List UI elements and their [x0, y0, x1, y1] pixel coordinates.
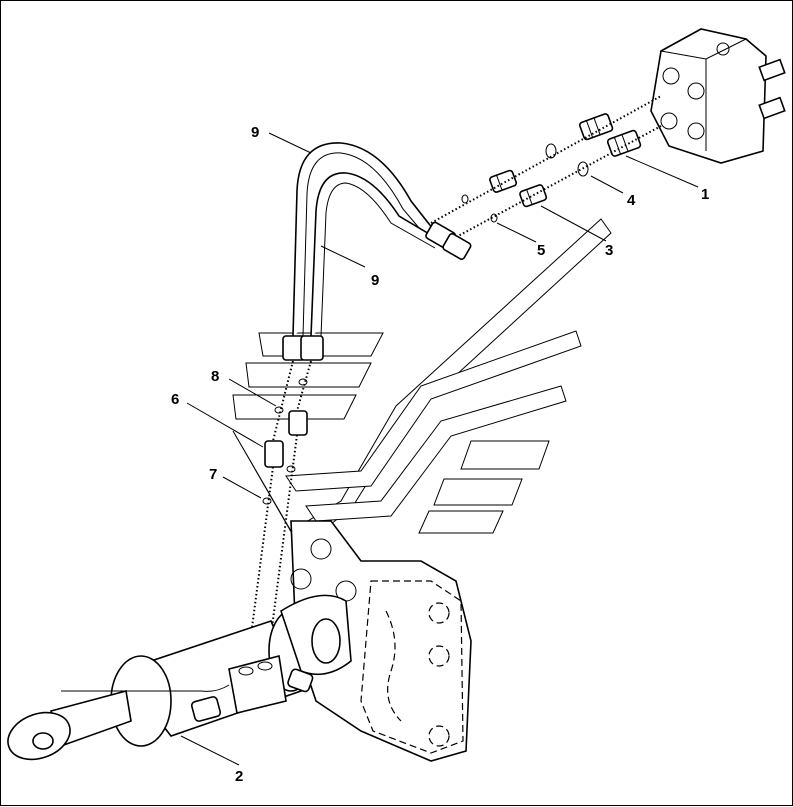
callout-4: 4 — [627, 192, 636, 209]
leader-lines — [180, 132, 699, 766]
lower-fittings — [262, 378, 308, 505]
callout-1: 1 — [701, 186, 709, 203]
rear-housing — [290, 520, 472, 762]
assembly-lines-lower — [246, 360, 312, 667]
callout-9-upper: 9 — [251, 124, 259, 141]
fitting-upper — [489, 169, 518, 193]
callout-9-lower: 9 — [371, 272, 379, 289]
callout-7: 7 — [209, 466, 217, 483]
o-ring-large-lower — [577, 161, 589, 177]
o-ring-large-upper — [545, 143, 557, 159]
watermark-logo — [232, 218, 612, 550]
hydraulic-cylinder — [7, 594, 352, 761]
callout-6: 6 — [171, 391, 179, 408]
fitting-lower — [519, 184, 548, 208]
o-ring-small-lower — [490, 213, 498, 223]
control-valve-block — [650, 28, 786, 164]
callout-2: 2 — [235, 768, 243, 785]
o-ring-small-upper — [461, 194, 469, 204]
callout-3: 3 — [605, 242, 613, 259]
callout-5: 5 — [537, 242, 545, 259]
valve-adapters — [578, 113, 642, 157]
hydraulic-hoses — [282, 142, 472, 361]
assembly-lines-upper — [430, 95, 662, 242]
callout-8: 8 — [211, 368, 219, 385]
